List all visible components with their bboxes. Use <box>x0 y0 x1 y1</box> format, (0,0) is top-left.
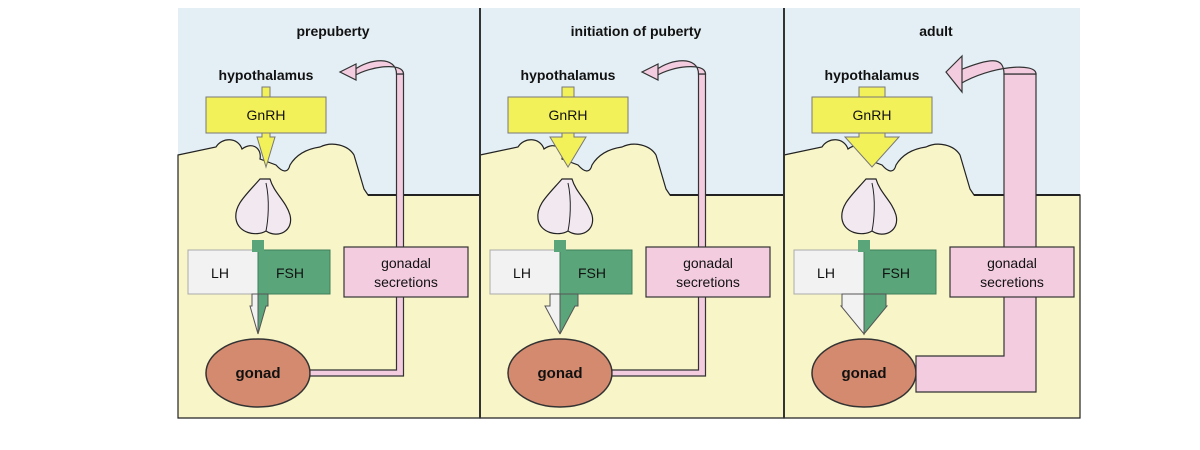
hypothalamus-label: hypothalamus <box>219 67 314 83</box>
gnrh-label: GnRH <box>853 107 892 123</box>
gonad-label: gonad <box>236 365 281 382</box>
gonadal-secretions-box <box>343 246 469 298</box>
gnrh-arrow <box>256 132 276 169</box>
lh-label: LH <box>513 265 531 281</box>
fsh-arrow <box>257 293 269 335</box>
pituitary-gland <box>235 178 292 235</box>
gnrh-arrow-stem-top <box>858 86 886 98</box>
lh-arrow <box>839 293 865 336</box>
ground-line <box>368 194 480 196</box>
gnrh-arrow <box>549 132 587 168</box>
panel-divider-2 <box>783 8 785 418</box>
pituitary-to-fsh-connector <box>858 240 870 252</box>
gnrh-arrow-stem-top <box>261 86 271 98</box>
gnrh-box <box>507 96 629 134</box>
fsh-label: FSH <box>276 265 304 281</box>
fsh-arrow <box>559 293 579 335</box>
pituitary-to-fsh-connector <box>252 240 264 252</box>
gnrh-label: GnRH <box>549 107 588 123</box>
gonadal-secretions-box <box>645 246 771 298</box>
gnrh-box <box>811 96 933 134</box>
gnrh-arrow <box>843 132 901 168</box>
fsh-box <box>257 249 331 295</box>
secretions-label-line1: gonadal <box>987 255 1037 271</box>
secretions-label-line1: gonadal <box>683 255 733 271</box>
pituitary-stalk-line <box>265 182 269 232</box>
lh-box <box>187 249 259 295</box>
lh-box <box>793 249 865 295</box>
pituitary-stalk-line <box>567 182 571 232</box>
pituitary-stalk-line <box>871 182 875 232</box>
gonadal-secretions-box <box>949 246 1075 298</box>
lh-label: LH <box>817 265 835 281</box>
gonad-label: gonad <box>842 365 887 382</box>
secretions-label-line2: secretions <box>676 274 740 290</box>
gonad-label: gonad <box>538 365 583 382</box>
panel-divider-1 <box>479 8 481 418</box>
panel-title: initiation of puberty <box>571 23 702 39</box>
lh-arrow <box>249 293 259 335</box>
gnrh-label: GnRH <box>247 107 286 123</box>
feedback-arrowhead <box>945 54 963 94</box>
lh-arrow <box>544 293 561 335</box>
secretions-label-line1: gonadal <box>381 255 431 271</box>
secretions-label-line2: secretions <box>980 274 1044 290</box>
fsh-label: FSH <box>578 265 606 281</box>
feedback-arrowhead <box>640 63 659 81</box>
hypothalamus-label: hypothalamus <box>825 67 920 83</box>
fsh-box <box>559 249 633 295</box>
pituitary-gland <box>537 178 594 235</box>
panel-title: adult <box>919 23 953 39</box>
secretions-label-line2: secretions <box>374 274 438 290</box>
pituitary-to-fsh-connector <box>554 240 566 252</box>
hypothalamus-label: hypothalamus <box>521 67 616 83</box>
pituitary-gland <box>841 178 898 235</box>
lh-label: LH <box>211 265 229 281</box>
fsh-label: FSH <box>882 265 910 281</box>
gnrh-arrow-stem-top <box>561 86 575 98</box>
panel-title: prepuberty <box>296 23 369 39</box>
fsh-box <box>863 249 937 295</box>
fsh-arrow <box>863 293 889 336</box>
ground-line <box>670 194 784 196</box>
feedback-arrowhead <box>338 63 357 81</box>
